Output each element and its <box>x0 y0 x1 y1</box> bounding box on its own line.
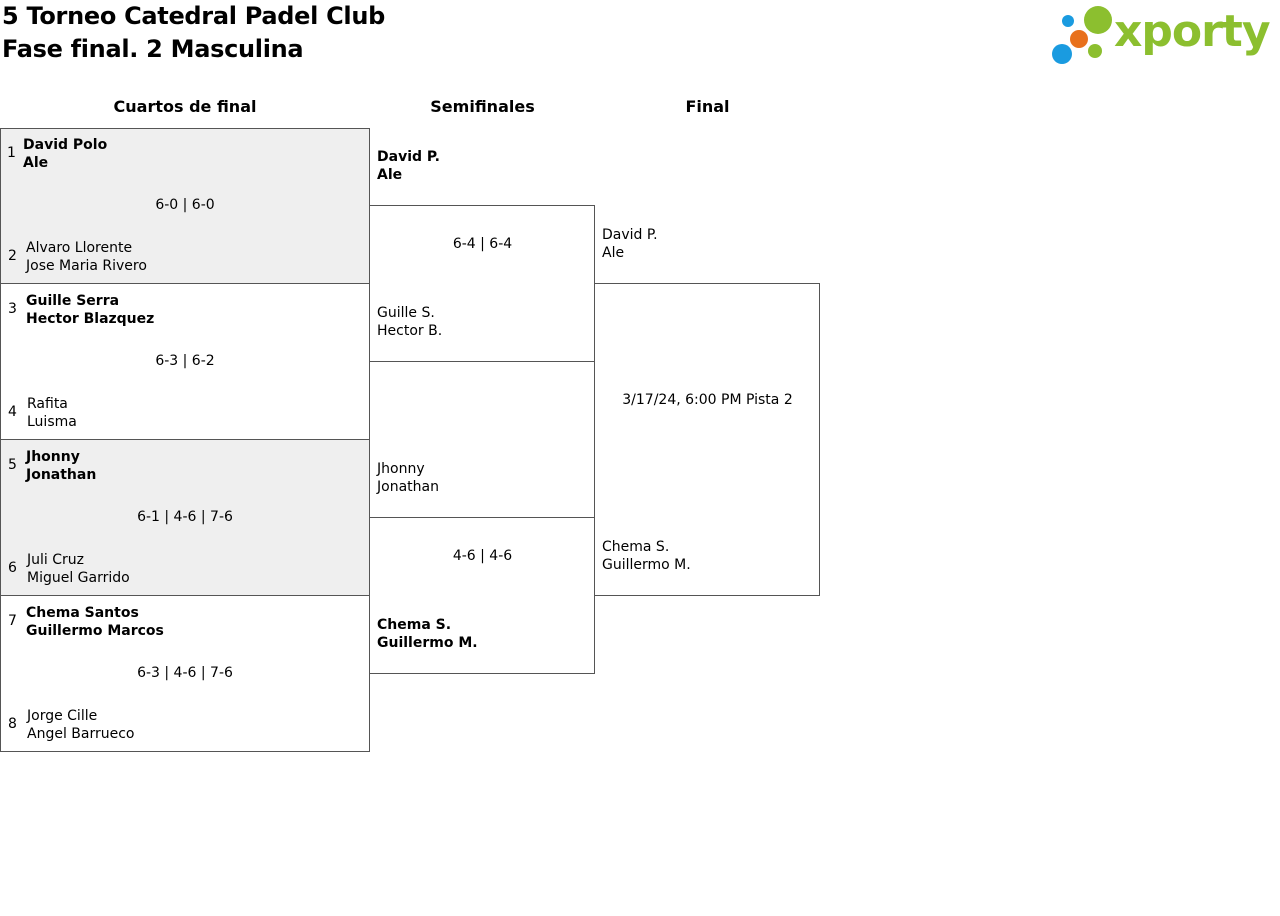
player-name: Chema S. <box>377 617 452 633</box>
player-name: Guille Serra <box>26 293 120 309</box>
player-name: Alvaro Llorente <box>26 240 133 256</box>
seed-number: 7 <box>8 613 17 629</box>
quarterfinal-1-team-a[interactable]: David Polo Ale <box>23 136 107 172</box>
semifinal-2-team-b[interactable]: Chema S. Guillermo M. <box>377 616 478 652</box>
player-name: Guille S. <box>377 305 435 321</box>
player-name: Jhonny <box>377 461 425 477</box>
semifinal-2-team-a[interactable]: Jhonny Jonathan <box>377 460 439 496</box>
column-header-quarterfinals: Cuartos de final <box>113 97 257 116</box>
player-name: Jonathan <box>377 479 439 495</box>
quarterfinal-2-score: 6-3 | 6-2 <box>155 353 215 369</box>
logo-dot-green-small <box>1088 44 1102 58</box>
player-name: Miguel Garrido <box>27 570 130 586</box>
logo-wordmark: xporty <box>1114 6 1271 57</box>
player-name: Chema S. <box>602 539 670 555</box>
quarterfinal-4-score: 6-3 | 4-6 | 7-6 <box>137 665 233 681</box>
quarterfinal-2-team-b[interactable]: Rafita Luisma <box>27 395 77 431</box>
xporty-logo[interactable]: xporty <box>1050 4 1276 68</box>
logo-dot-blue-small <box>1062 15 1074 27</box>
seed-number: 6 <box>8 560 17 576</box>
player-name: Hector Blazquez <box>26 311 155 327</box>
phase-title: Fase final. 2 Masculina <box>2 35 304 63</box>
semifinal-1-score: 6-4 | 6-4 <box>452 236 513 252</box>
quarterfinal-3-score: 6-1 | 4-6 | 7-6 <box>137 509 233 525</box>
player-name: Jorge Cille <box>27 708 98 724</box>
final-team-b[interactable]: Chema S. Guillermo M. <box>602 538 691 574</box>
player-name: Jose Maria Rivero <box>26 258 147 274</box>
seed-number: 1 <box>7 145 16 161</box>
quarterfinal-1-team-b[interactable]: Alvaro Llorente Jose Maria Rivero <box>26 239 147 275</box>
logo-dot-green <box>1084 6 1112 34</box>
seed-number: 3 <box>8 301 17 317</box>
player-name: David P. <box>377 149 440 165</box>
player-name: Ale <box>23 155 49 171</box>
semifinal-1-team-b[interactable]: Guille S. Hector B. <box>377 304 442 340</box>
final-schedule: 3/17/24, 6:00 PM Pista 2 <box>622 392 793 408</box>
quarterfinal-4-team-b[interactable]: Jorge Cille Angel Barrueco <box>27 707 135 743</box>
player-name: Guillermo Marcos <box>26 623 164 639</box>
player-name: Ale <box>602 245 625 261</box>
player-name: Guillermo M. <box>377 635 478 651</box>
player-name: Chema Santos <box>26 605 139 621</box>
seed-number: 5 <box>8 457 17 473</box>
quarterfinal-3-team-b[interactable]: Juli Cruz Miguel Garrido <box>27 551 130 587</box>
player-name: Luisma <box>27 414 77 430</box>
seed-number: 8 <box>8 716 17 732</box>
quarterfinal-match-1[interactable] <box>0 128 370 284</box>
quarterfinal-4-team-a[interactable]: Chema Santos Guillermo Marcos <box>26 604 164 640</box>
player-name: Guillermo M. <box>602 557 691 573</box>
player-name: Rafita <box>27 396 68 412</box>
player-name: David Polo <box>23 137 108 153</box>
player-name: Juli Cruz <box>27 552 84 568</box>
player-name: Hector B. <box>377 323 443 339</box>
final-team-a[interactable]: David P. Ale <box>602 226 658 262</box>
quarterfinal-1-score: 6-0 | 6-0 <box>155 197 215 213</box>
seed-number: 2 <box>8 248 17 264</box>
player-name: Angel Barrueco <box>27 726 135 742</box>
final-match[interactable] <box>594 283 820 596</box>
player-name: Ale <box>377 167 403 183</box>
player-name: Jonathan <box>26 467 97 483</box>
quarterfinal-3-team-a[interactable]: Jhonny Jonathan <box>26 448 96 484</box>
logo-dot-blue <box>1052 44 1072 64</box>
seed-number: 4 <box>8 404 17 420</box>
column-header-final: Final <box>685 97 730 116</box>
semifinal-1-team-a[interactable]: David P. Ale <box>377 148 440 184</box>
quarterfinal-match-3[interactable] <box>0 439 370 596</box>
column-header-semifinals: Semifinales <box>430 97 535 116</box>
logo-dot-orange <box>1070 30 1088 48</box>
tournament-title: 5 Torneo Catedral Padel Club <box>2 2 386 30</box>
player-name: Jhonny <box>26 449 80 465</box>
player-name: David P. <box>602 227 658 243</box>
semifinal-2-score: 4-6 | 4-6 <box>452 548 513 564</box>
quarterfinal-2-team-a[interactable]: Guille Serra Hector Blazquez <box>26 292 154 328</box>
